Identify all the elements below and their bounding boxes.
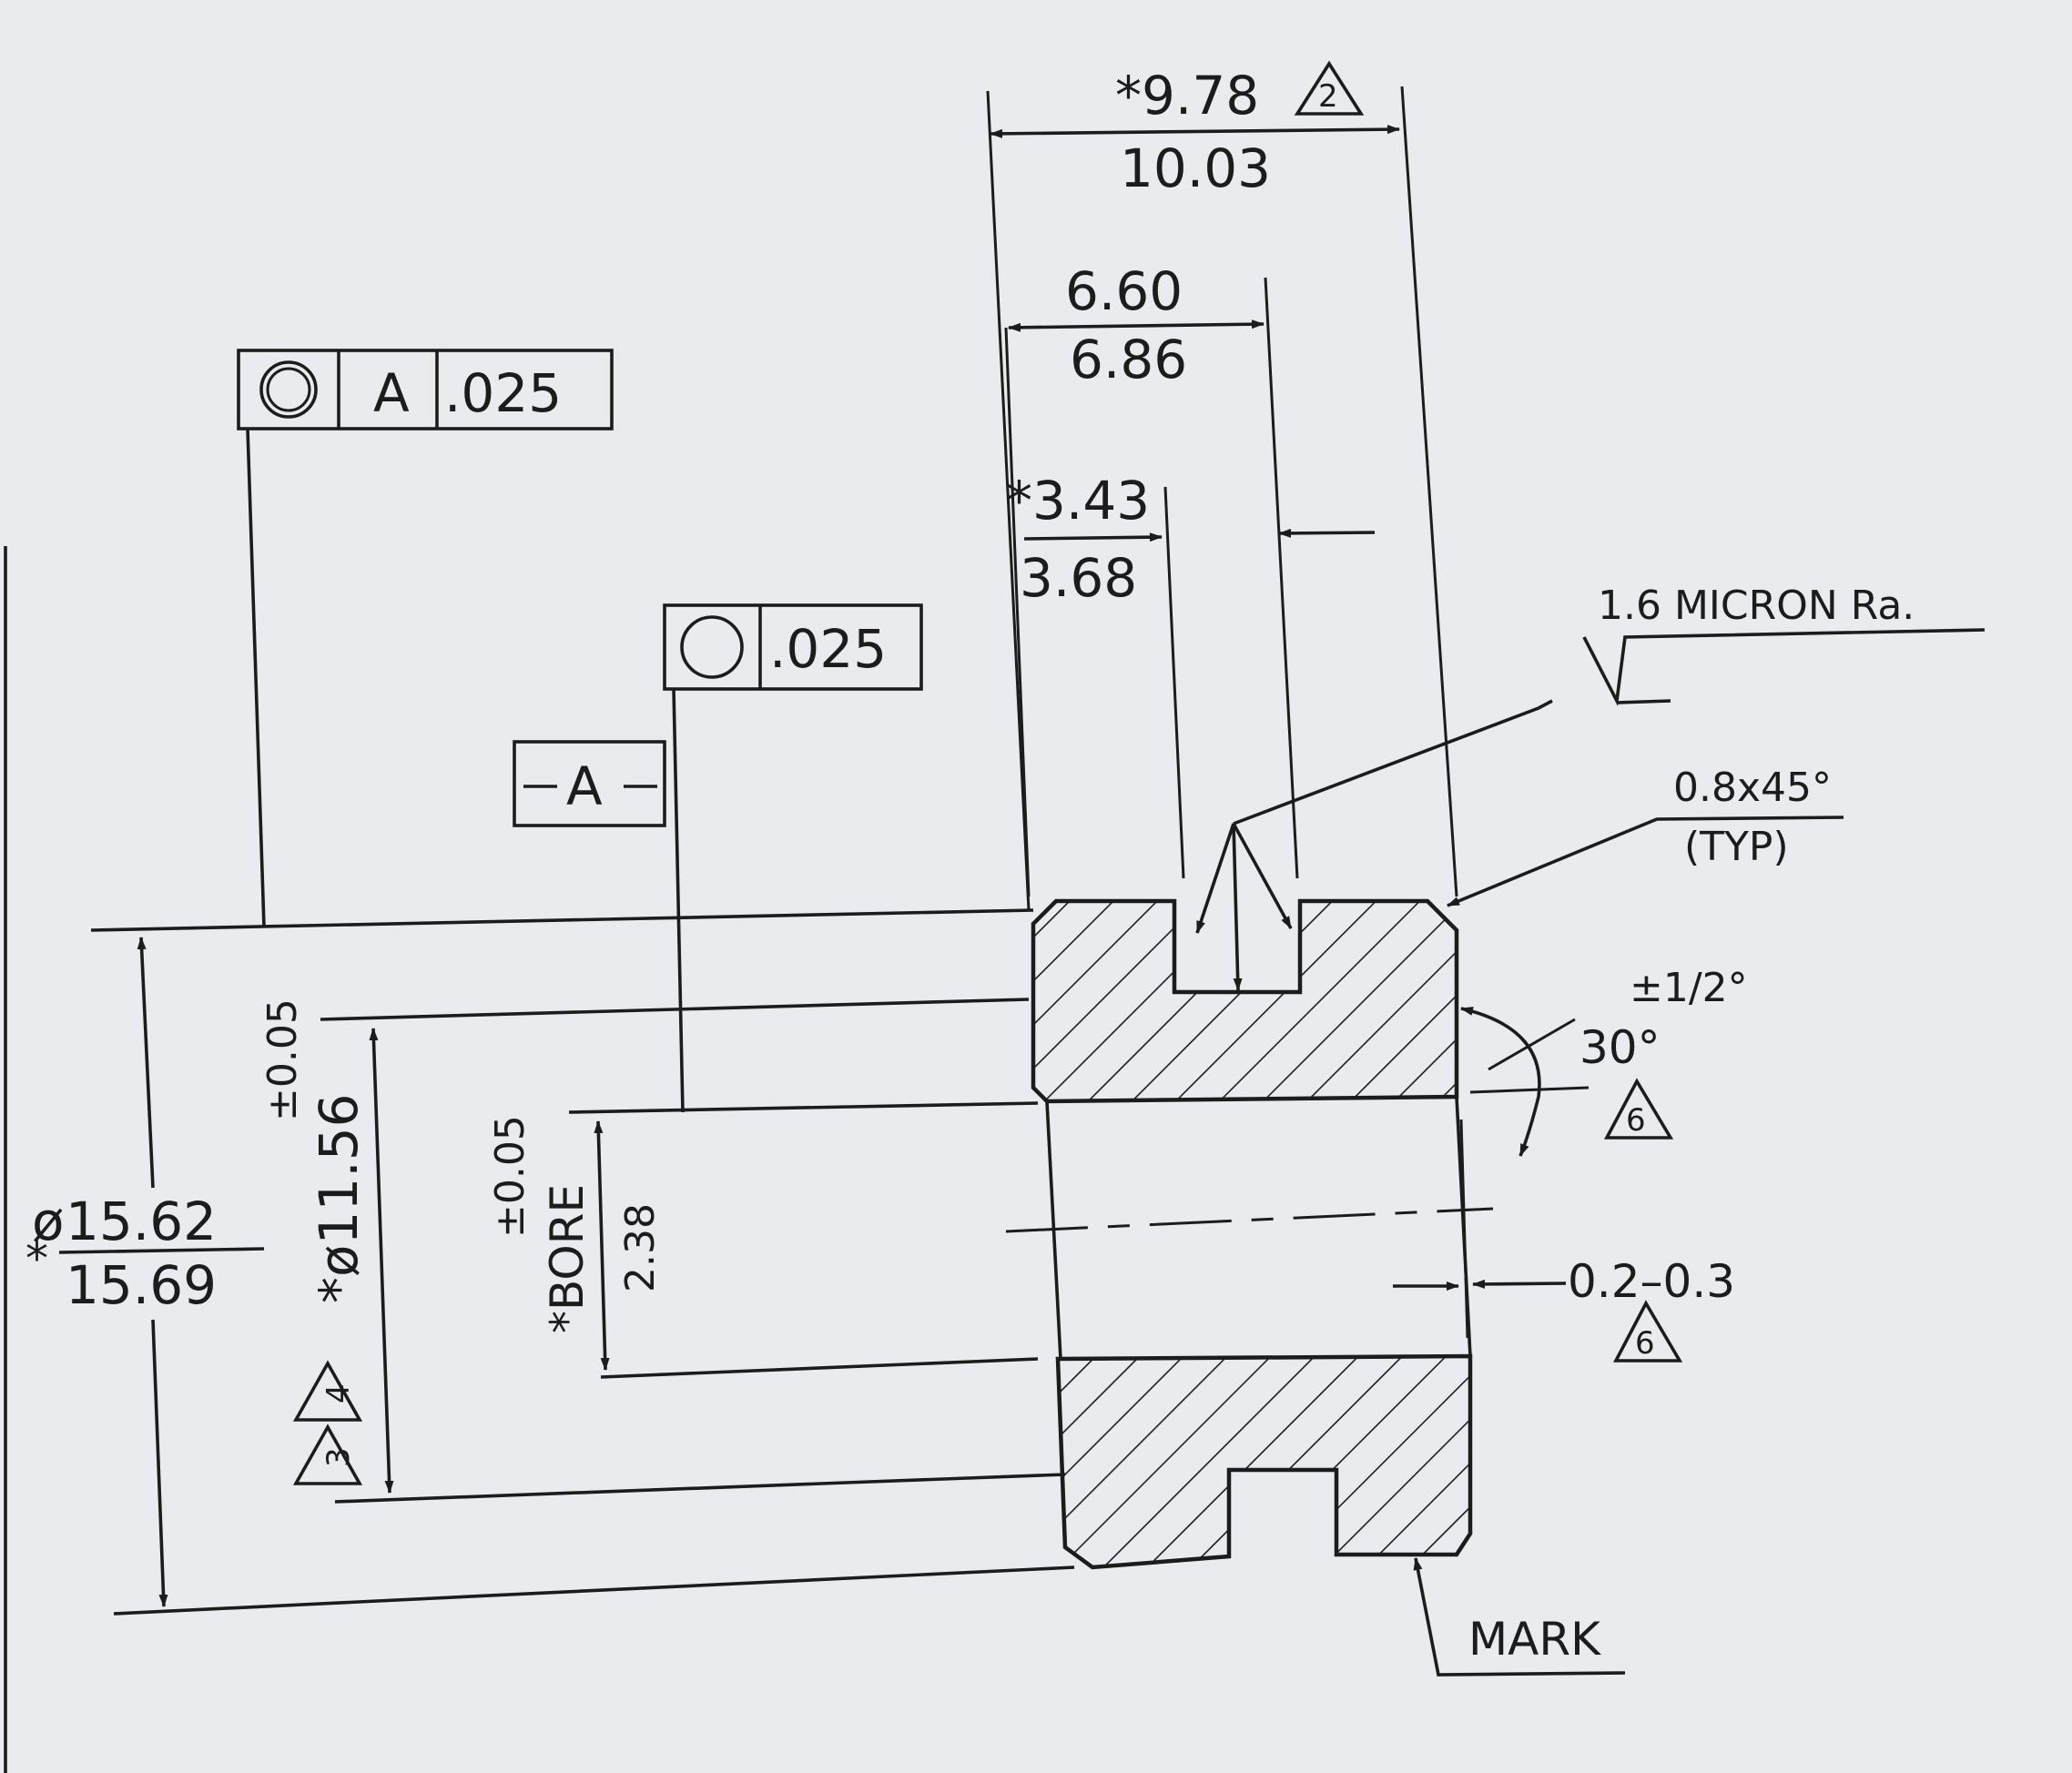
mark-leader bbox=[1413, 1557, 1626, 1677]
flag-6a-label: 6 bbox=[1626, 1102, 1646, 1139]
flag-4-label: 4 bbox=[320, 1383, 357, 1403]
dim-bore-value: 2.38 bbox=[617, 1203, 664, 1292]
flag-6b-label: 6 bbox=[1635, 1325, 1655, 1362]
ext-line-left-face bbox=[986, 90, 1031, 911]
ext-line-groove-left bbox=[1163, 486, 1185, 879]
relief-arrow-right bbox=[1472, 1279, 1567, 1289]
surface-finish-symbol bbox=[1582, 628, 1986, 706]
flag-6b-triangle bbox=[1613, 1300, 1683, 1363]
chamfer-note: (TYP) bbox=[1684, 824, 1789, 870]
dim-line-outer-diameter-bottom bbox=[151, 1319, 168, 1607]
outer-diameter-prefix: ø bbox=[32, 1190, 65, 1252]
dim-bore-label-bound: *BORE bbox=[541, 1184, 594, 1333]
gdt-frame-1-datum: A bbox=[373, 362, 410, 424]
gdt-frame-1-tolerance: .025 bbox=[444, 362, 562, 424]
dim-overall-length-min: *9.78 bbox=[1115, 65, 1259, 127]
dim-groove-position-min: 6.60 bbox=[1065, 260, 1183, 322]
dim-line-overall-length bbox=[990, 125, 1400, 138]
dim-bore-tol: ±0.05 bbox=[487, 1115, 533, 1238]
ext-line-outer-bottom bbox=[113, 1565, 1075, 1616]
ext-line-hub-bottom bbox=[334, 1473, 1066, 1504]
dim-hub-diameter-tol: ±0.05 bbox=[259, 998, 306, 1121]
gdt-frame-2-tolerance: .025 bbox=[769, 618, 887, 680]
gdt-frame-2-leader bbox=[672, 688, 685, 1113]
outer-diameter-star: * bbox=[25, 1232, 48, 1285]
circularity-icon bbox=[680, 615, 744, 679]
surface-finish-arrow-3 bbox=[1232, 823, 1293, 929]
angle-ref-line bbox=[1469, 1086, 1590, 1094]
datum-a-label: A bbox=[566, 755, 603, 817]
flag-2-label: 2 bbox=[1318, 78, 1338, 115]
gdt-frame-2: .025 bbox=[663, 603, 923, 691]
dim-groove-position-max: 6.86 bbox=[1070, 329, 1187, 390]
dim-line-groove-start bbox=[1023, 532, 1163, 542]
ext-line-bore-bottom bbox=[600, 1357, 1039, 1379]
surface-finish-arrow-1 bbox=[1195, 823, 1235, 934]
ext-line-outer-top bbox=[90, 908, 1034, 932]
surface-finish-arrow-2 bbox=[1232, 823, 1243, 991]
angle-arc bbox=[1460, 1007, 1541, 1157]
surface-finish-label: 1.6 MICRON Ra. bbox=[1598, 583, 1915, 629]
surface-finish-leader bbox=[1233, 699, 1553, 826]
chamfer-angle-tol: ±1/2° bbox=[1630, 965, 1748, 1011]
dim-line-groove-position bbox=[1008, 319, 1265, 332]
gdt-frame-1: A .025 bbox=[237, 349, 614, 431]
chamfer-leader bbox=[1447, 816, 1844, 907]
ext-line-left-face-2 bbox=[1004, 327, 1031, 897]
outer-diameter-fraction-bar bbox=[58, 1247, 265, 1254]
ext-line-groove-right bbox=[1264, 277, 1299, 879]
dim-outer-diameter-max: 15.69 bbox=[66, 1254, 217, 1316]
surface-finish-bar bbox=[1616, 699, 1671, 704]
dim-groove-start-max: 3.68 bbox=[1020, 547, 1137, 609]
datum-a-box: A bbox=[513, 740, 666, 827]
flag-3-triangle bbox=[292, 1423, 363, 1485]
center-line bbox=[1005, 1207, 1494, 1233]
flag-2-triangle bbox=[1294, 60, 1365, 116]
ext-line-hub-top bbox=[320, 998, 1030, 1021]
gdt-frame-1-leader bbox=[246, 428, 266, 927]
chamfer-size: 0.8x45° bbox=[1673, 765, 1832, 811]
dim-line-bore bbox=[594, 1120, 610, 1371]
dim-outer-diameter-min: 15.62 bbox=[66, 1190, 217, 1252]
part-section-lower bbox=[1055, 1353, 1473, 1570]
flag-3-label: 3 bbox=[320, 1447, 357, 1467]
dim-overall-length-max: 10.03 bbox=[1120, 137, 1271, 199]
dim-hub-diameter: *ø11.56 bbox=[308, 1093, 370, 1303]
part-section-upper bbox=[1031, 898, 1459, 1104]
chamfer-angle: 30° bbox=[1579, 1021, 1661, 1074]
dim-line-groove-end-arrow bbox=[1278, 528, 1376, 538]
ext-line-bore-top bbox=[568, 1101, 1039, 1114]
dim-line-outer-diameter-top bbox=[137, 937, 155, 1189]
dim-line-hub-diameter bbox=[369, 1028, 394, 1494]
dim-groove-start-min: *3.43 bbox=[1006, 470, 1150, 532]
mark-label: MARK bbox=[1468, 1613, 1601, 1666]
angle-leg bbox=[1488, 1018, 1576, 1071]
ext-line-right-face bbox=[1400, 86, 1458, 897]
flag-4-triangle bbox=[292, 1360, 363, 1422]
circularity-icon bbox=[259, 360, 318, 419]
flag-6a-triangle bbox=[1604, 1078, 1674, 1140]
relief-depth: 0.2–0.3 bbox=[1568, 1255, 1735, 1308]
